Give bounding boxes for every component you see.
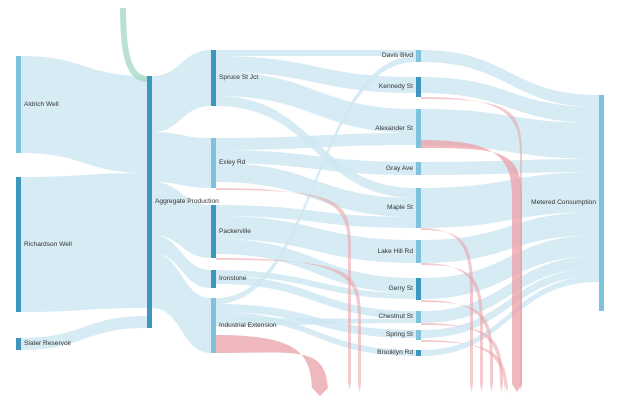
node-label-alexander: Alexander St [375,124,413,132]
flow-link [216,205,416,228]
flow-link [421,50,599,107]
node-slater[interactable] [16,338,21,350]
loss-link [421,140,522,392]
node-metered[interactable] [599,95,604,311]
flow-link [216,50,416,56]
node-label-metered: Metered Consumption [531,199,596,206]
node-spring[interactable] [416,330,421,340]
node-label-ironstone: Ironstone [219,275,247,282]
flow-link [21,316,147,350]
node-label-lakehill: Lake Hill Rd [377,247,413,255]
flow-link [216,318,416,326]
flow-link [216,239,416,293]
node-richardson[interactable] [16,177,21,312]
flow-link [152,182,211,258]
node-label-richardson: Richardson Well [24,240,72,248]
node-label-industrial: Industrial Extension [219,321,277,329]
flow-link [216,163,416,217]
node-gray[interactable] [416,162,421,175]
flow-link [216,276,416,319]
flow-link [216,312,416,356]
node-lakehill[interactable] [416,240,421,263]
node-davis[interactable] [416,50,421,62]
node-exley[interactable] [211,138,216,188]
flow-link [21,173,147,312]
flow-link [216,72,416,133]
node-label-chestnut: Chestnut St [378,313,413,320]
flow-link [216,216,416,263]
node-label-kennedy: Kennedy St [378,83,413,90]
node-label-packerville: Packerville [219,227,251,235]
node-label-maple: Maple St [386,204,413,211]
loss-link [216,335,328,396]
flow-link [216,133,416,150]
flow-link [21,56,147,173]
node-label-slater: Slater Reservoir [24,340,72,347]
node-industrial[interactable] [211,298,216,353]
node-label-spruce: Spruce St Jct [219,74,259,81]
node-label-brooklyn: Brooklyn Rd [377,349,413,356]
node-label-exley: Exley Rd [219,159,246,166]
flow-link [216,56,416,304]
flow-link [152,253,211,353]
node-maple[interactable] [416,188,421,228]
node-aldrich[interactable] [16,56,21,153]
node-spruce[interactable] [211,50,216,106]
node-label-davis: Davis Blvd [381,52,413,59]
node-chestnut[interactable] [416,311,421,323]
node-label-gray: Gray Ave [386,164,413,172]
flow-link [421,235,599,299]
node-aggregate[interactable] [147,76,152,328]
node-label-spring: Spring St [385,331,413,338]
flow-link [421,77,599,123]
node-brooklyn[interactable] [416,350,421,356]
flow-link [421,109,599,159]
flow-link [216,150,416,175]
node-label-aggregate: Aggregate Production [155,198,219,205]
flow-link [152,235,211,288]
node-label-aldrich: Aldrich Well [24,100,59,108]
node-kennedy[interactable] [416,77,421,97]
flow-link [421,276,599,356]
loss-link [216,188,351,390]
inflow-link [120,8,147,82]
flow-link [421,172,599,228]
node-packerville[interactable] [211,205,216,258]
node-label-gerry: Gerry St [388,285,413,292]
flow-link [152,50,211,132]
flow-link [152,132,211,188]
node-gerry[interactable] [416,278,421,300]
node-ironstone[interactable] [211,270,216,288]
flow-link [421,268,599,338]
node-alexander[interactable] [416,109,421,148]
